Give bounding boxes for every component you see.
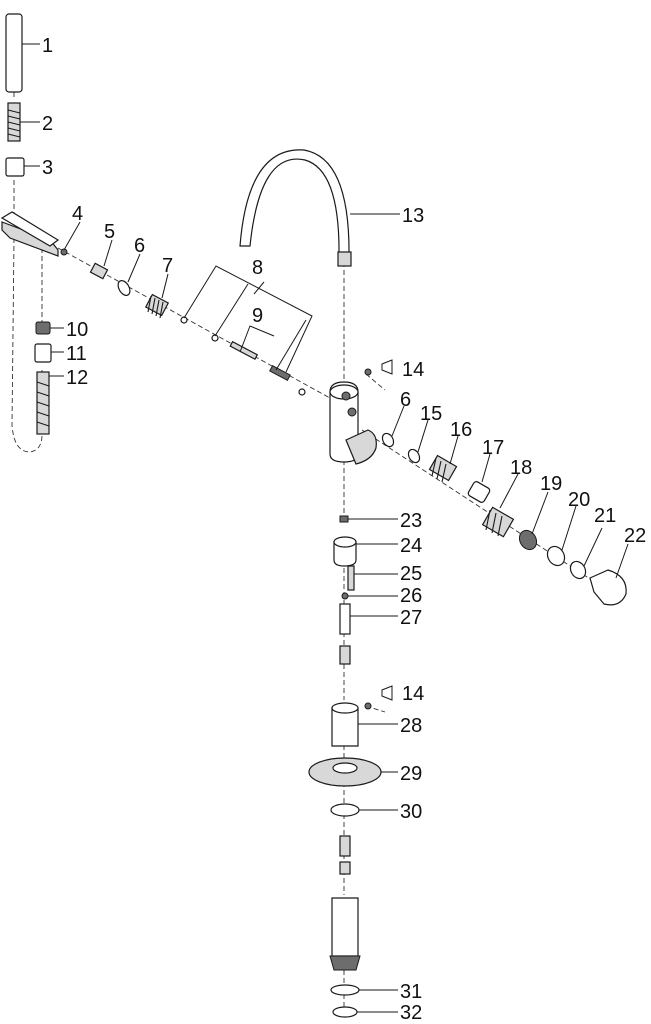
part-15-seal	[407, 448, 421, 464]
callout-13: 13	[402, 205, 424, 227]
part-31-washer	[330, 984, 360, 996]
callout-21: 21	[594, 505, 616, 527]
callout-5: 5	[104, 221, 115, 243]
part-17-cap	[467, 481, 491, 503]
callout-8: 8	[252, 257, 263, 279]
axis-lines	[11, 92, 611, 1015]
part-27-stud	[339, 603, 351, 635]
callout-20: 20	[568, 489, 590, 511]
spout	[239, 149, 400, 267]
callout-14-upper: 14	[402, 359, 424, 381]
callout-15: 15	[420, 403, 442, 425]
part-19-nut	[518, 529, 538, 551]
callout-23: 23	[400, 510, 422, 532]
part-23-insert	[339, 515, 349, 523]
callout-16: 16	[450, 419, 472, 441]
diagonal-parts	[60, 221, 313, 396]
part-14-screw-upper	[364, 368, 372, 376]
part-6-o-ring	[117, 280, 131, 296]
part-7-cartridge	[144, 293, 170, 317]
vertical-stack	[308, 515, 398, 1018]
callout-14-lower: 14	[402, 683, 424, 705]
callout-27: 27	[400, 607, 422, 629]
callout-30: 30	[400, 801, 422, 823]
callout-29: 29	[400, 763, 422, 785]
callout-12: 12	[66, 367, 88, 389]
callout-7: 7	[162, 255, 173, 277]
part-30-gasket	[330, 803, 360, 817]
callout-25: 25	[400, 563, 422, 585]
hand-shower	[0, 13, 64, 435]
callout-28: 28	[400, 715, 422, 737]
part-13-spout	[239, 149, 350, 257]
part-26-washer	[341, 592, 349, 600]
callout-31: 31	[400, 981, 422, 1003]
callout-6-right: 6	[400, 389, 411, 411]
callout-2: 2	[42, 113, 53, 135]
part-32-nut	[332, 1006, 358, 1018]
callout-19: 19	[540, 473, 562, 495]
callout-6: 6	[134, 235, 145, 257]
callout-32: 32	[400, 1002, 422, 1024]
callout-1: 1	[42, 35, 53, 57]
callout-3: 3	[42, 157, 53, 179]
part-14-screw-lower	[364, 702, 372, 710]
part-9-spindle	[229, 340, 259, 361]
callout-26: 26	[400, 585, 422, 607]
part-21-cover	[569, 560, 587, 580]
callout-18: 18	[510, 457, 532, 479]
spout-connector	[337, 251, 352, 267]
part-20-washer	[546, 545, 566, 567]
part-11-sleeve	[34, 343, 52, 363]
mixer-body	[329, 359, 629, 606]
part-28-sleeve	[331, 707, 359, 747]
callout-24: 24	[400, 535, 422, 557]
callout-4: 4	[72, 203, 83, 225]
part-16-cartridge	[428, 454, 458, 482]
callout-labels: 1 2 3 4 5 6 7 8 9 10 11 12 13 14 6 15 16…	[42, 35, 646, 1024]
callout-10: 10	[66, 319, 88, 341]
callout-11: 11	[66, 343, 87, 365]
part-24-nut	[333, 541, 357, 567]
part-22-handle	[589, 569, 627, 606]
callout-9: 9	[252, 305, 263, 327]
callout-17: 17	[482, 437, 504, 459]
part-25-bolt	[347, 565, 355, 591]
part-10-nut	[35, 321, 51, 335]
part-3-ring	[5, 157, 25, 177]
part-12-hose	[36, 371, 50, 435]
part-5-insert	[89, 262, 109, 280]
callout-22: 22	[624, 525, 646, 547]
part-6-o-ring-right	[381, 432, 395, 448]
part-shank	[331, 897, 359, 957]
part-1-hand-shower	[5, 13, 23, 93]
